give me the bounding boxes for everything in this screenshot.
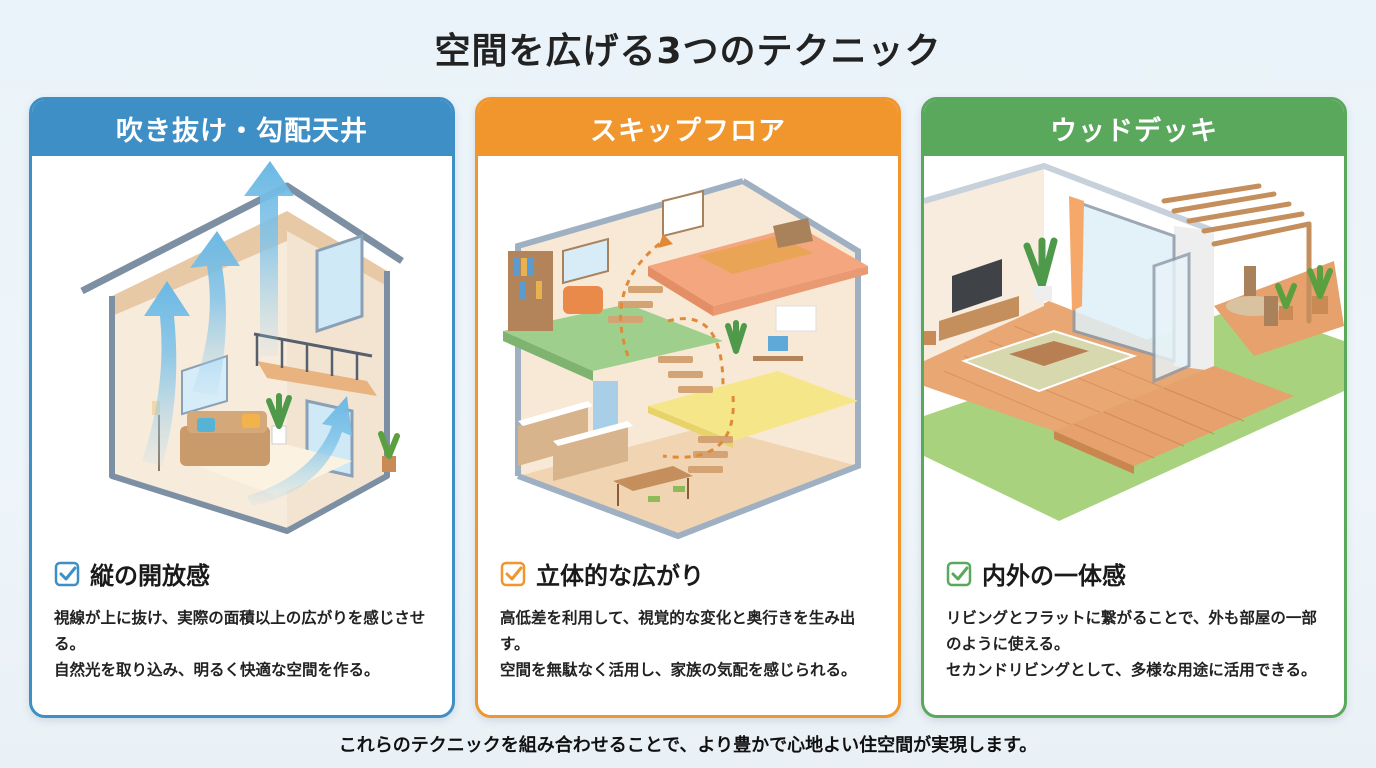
checkbox-checked-icon <box>54 561 80 586</box>
feature-section: 立体的な広がり 高低差を利用して、視覚的な変化と奥行きを生み出す。 空間を無駄な… <box>500 556 882 683</box>
checkbox-checked-icon <box>946 561 972 586</box>
feature-section: 縦の開放感 視線が上に抜け、実際の面積以上の広がりを感じさせる。 自然光を取り込… <box>54 556 436 683</box>
feature-title: 縦の開放感 <box>90 562 210 590</box>
skip-floor-house-icon <box>478 156 898 546</box>
footer-summary: これらのテクニックを組み合わせることで、より豊かで心地よい住空間が実現します。 <box>338 735 1038 756</box>
description-line: 自然光を取り込み、明るく快適な空間を作る。 <box>54 661 380 679</box>
description-line: 高低差を利用して、視覚的な変化と奥行きを生み出す。 <box>500 609 856 653</box>
feature-title: 内外の一体感 <box>982 562 1126 590</box>
feature-description: リビングとフラットに繋がることで、外も部屋の一部のように使える。 セカンドリビン… <box>946 605 1328 683</box>
feature-description: 視線が上に抜け、実際の面積以上の広がりを感じさせる。 自然光を取り込み、明るく快… <box>54 605 436 683</box>
page-title: 空間を広げる3つのテクニック <box>434 31 942 72</box>
feature-section: 内外の一体感 リビングとフラットに繋がることで、外も部屋の一部のように使える。 … <box>946 556 1328 683</box>
card-header: スキップフロア <box>478 100 898 156</box>
description-line: 空間を無駄なく活用し、家族の気配を感じられる。 <box>500 661 857 679</box>
wood-deck-house-icon <box>924 156 1344 546</box>
feature-description: 高低差を利用して、視覚的な変化と奥行きを生み出す。 空間を無駄なく活用し、家族の… <box>500 605 882 683</box>
card-vaulted-ceiling: 吹き抜け・勾配天井 <box>29 97 455 718</box>
description-line: セカンドリビングとして、多様な用途に活用できる。 <box>946 661 1317 679</box>
card-wood-deck: ウッドデッキ <box>921 97 1347 718</box>
checkbox-checked-icon <box>500 561 526 586</box>
card-header: 吹き抜け・勾配天井 <box>32 100 452 156</box>
card-skip-floor: スキップフロア <box>475 97 901 718</box>
feature-title: 立体的な広がり <box>536 562 704 590</box>
vaulted-ceiling-house-icon <box>32 156 452 546</box>
card-header: ウッドデッキ <box>924 100 1344 156</box>
description-line: 視線が上に抜け、実際の面積以上の広がりを感じさせる。 <box>54 609 426 653</box>
description-line: リビングとフラットに繋がることで、外も部屋の一部のように使える。 <box>946 609 1317 653</box>
